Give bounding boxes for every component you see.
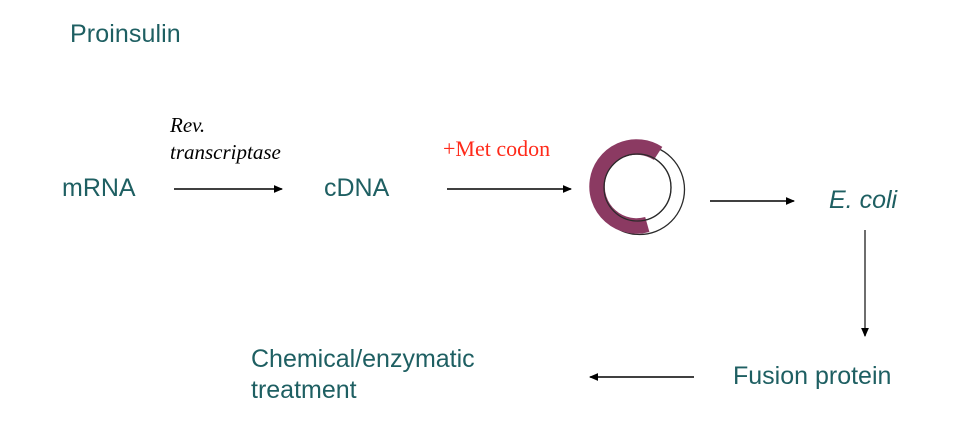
arrow-ecoli-to-fusion-protein <box>861 230 869 337</box>
node-mrna: mRNA <box>62 174 136 202</box>
arrow-fusion-protein-to-treatment <box>589 373 694 381</box>
arrow-mrna-to-cdna <box>174 185 283 193</box>
edge-label-met-codon: +Met codon <box>443 136 551 161</box>
page-title: Proinsulin <box>70 20 181 48</box>
node-cdna: cDNA <box>324 174 390 202</box>
node-treatment-line2: treatment <box>251 376 357 404</box>
node-treatment-line1: Chemical/enzymatic <box>251 345 475 373</box>
edge-label-rev-transcriptase-line2: transcriptase <box>170 140 281 164</box>
node-fusion-protein: Fusion protein <box>733 362 892 390</box>
arrow-plasmid-to-ecoli <box>710 197 795 205</box>
node-ecoli: E. coli <box>829 186 898 214</box>
edge-label-rev-transcriptase-line1: Rev. <box>170 113 206 137</box>
plasmid-ring-icon <box>589 139 686 236</box>
arrow-cdna-to-plasmid <box>447 185 572 193</box>
